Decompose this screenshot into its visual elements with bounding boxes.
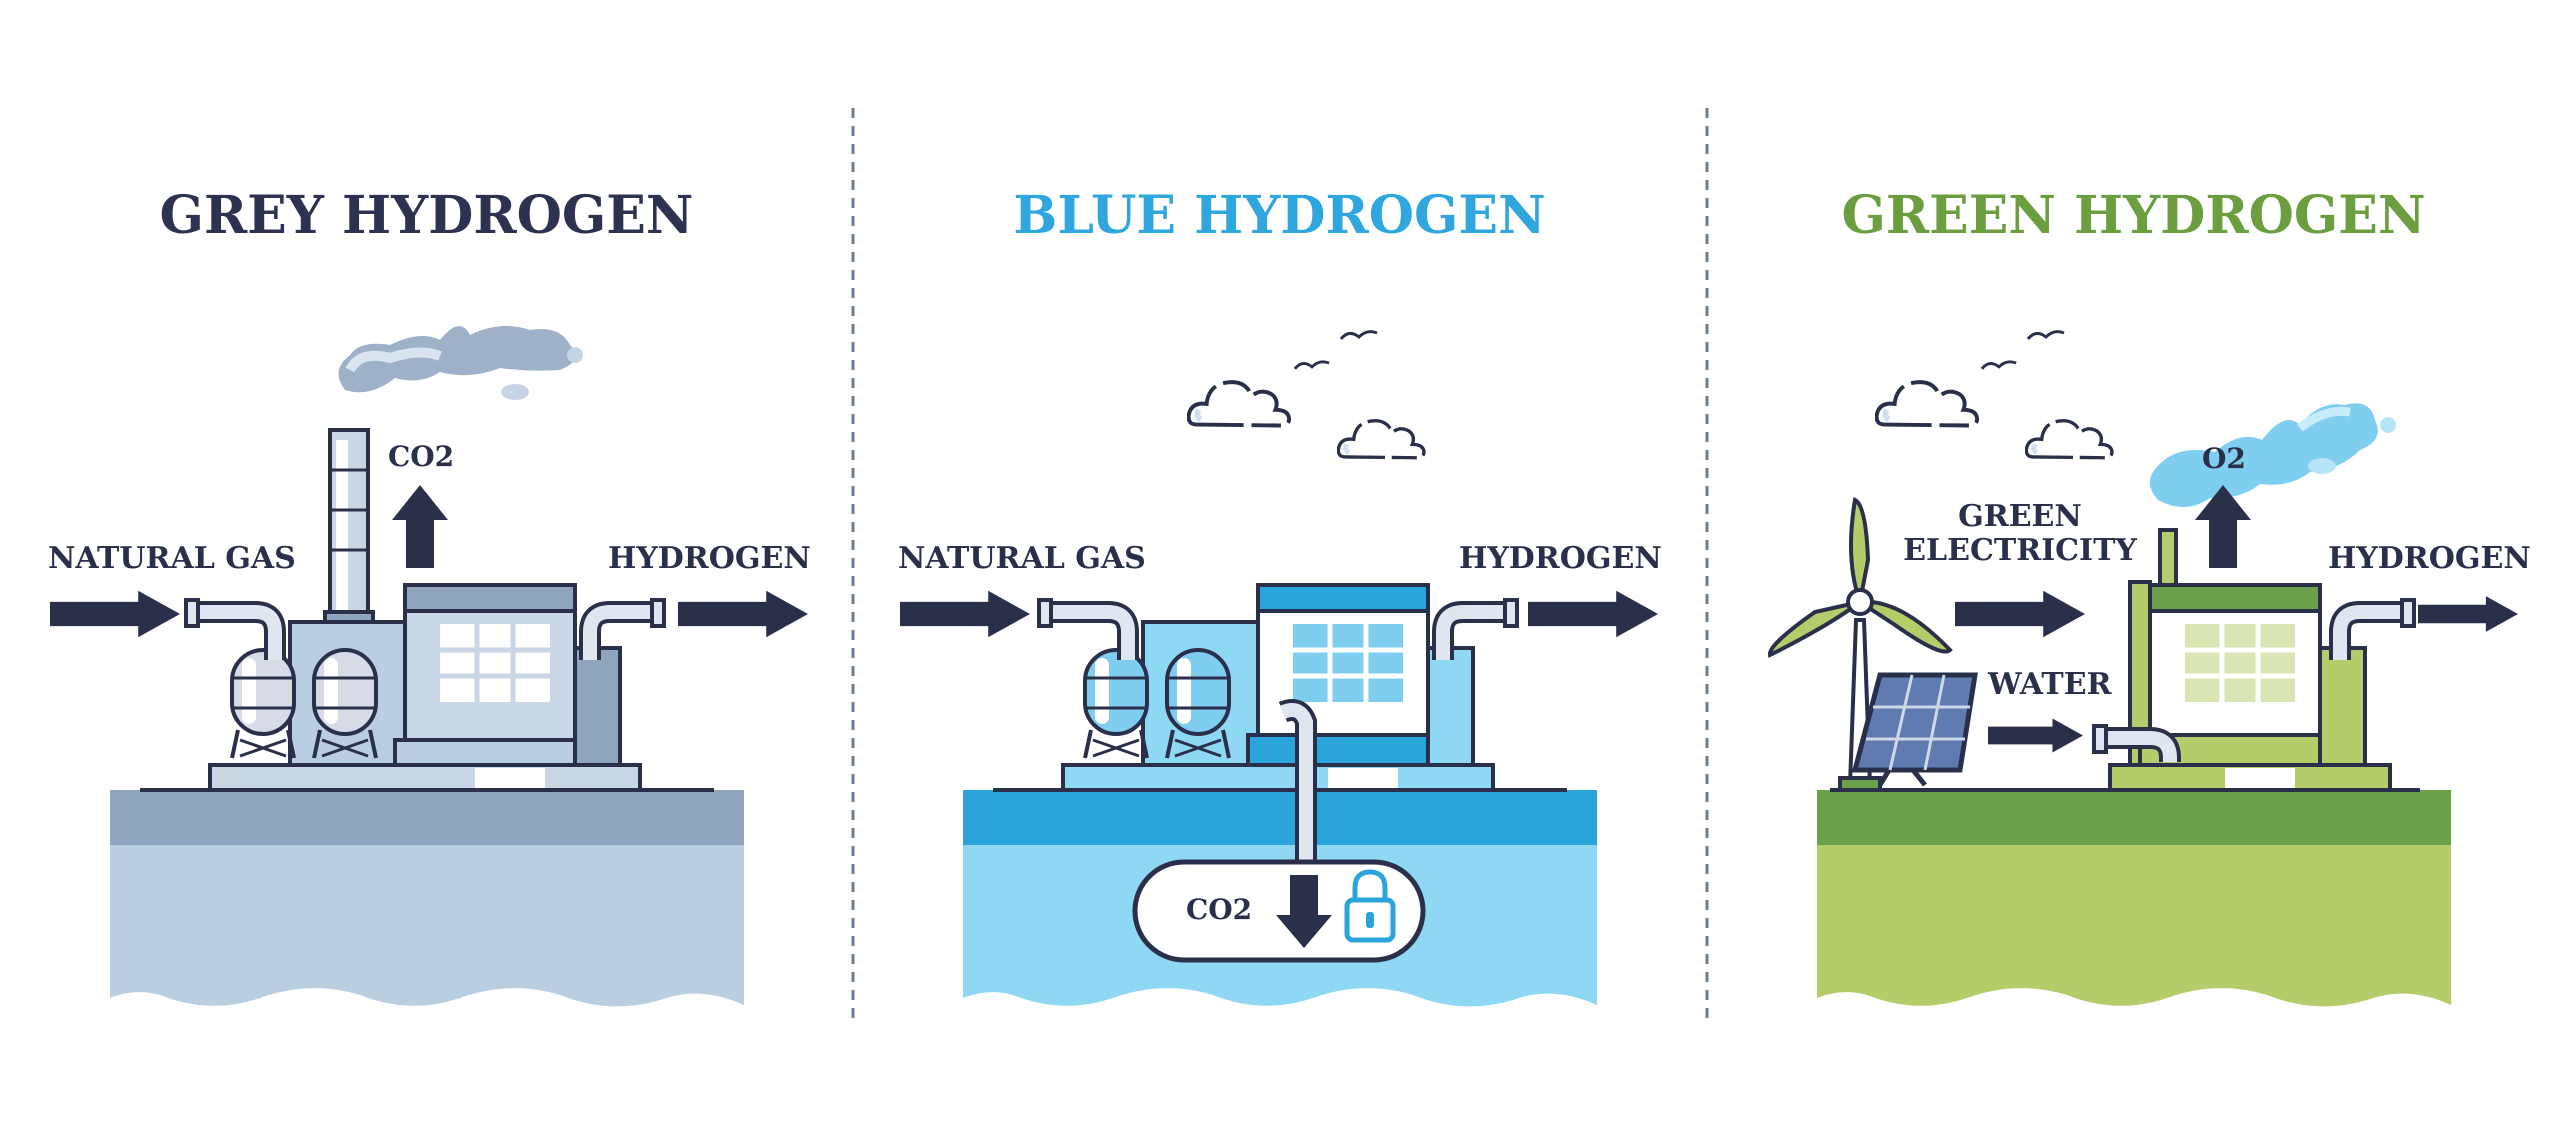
blue-bird-icon-1 (1293, 360, 1331, 371)
grey-input-arrow-right-icon (50, 590, 180, 638)
green-bird-icon-1 (1980, 360, 2018, 371)
blue-output-label: HYDROGEN (1459, 541, 1662, 576)
lock-icon (1344, 869, 1396, 943)
co2-storage-label: CO2 (1186, 893, 1253, 926)
green-panel-ground (1817, 788, 2451, 1007)
blue-hydrogen-title: BLUE HYDROGEN (1013, 185, 1546, 246)
green-factory-icon (2092, 528, 2416, 792)
wind-turbine-icon (1768, 497, 1953, 787)
blue-factory-icon (1037, 583, 1519, 860)
grey-input-label: NATURAL GAS (48, 541, 296, 576)
o2-arrow-up-icon (2195, 485, 2251, 568)
blue-output-arrow-right-icon (1528, 590, 1658, 638)
green-cloud-icon-2 (2026, 421, 2112, 458)
blue-bird-icon-2 (1339, 330, 1379, 341)
co2-storage-capsule (1132, 859, 1426, 963)
grey-panel-ground (110, 788, 744, 1007)
green-electricity-arrow-right-icon (1955, 590, 2085, 638)
green-output-arrow-right-icon (2418, 596, 2518, 632)
water-label: WATER (1988, 667, 2112, 702)
blue-cloud-icon-2 (1338, 421, 1424, 458)
grey-output-label: HYDROGEN (608, 541, 811, 576)
blue-cloud-icon-1 (1189, 382, 1289, 425)
green-cloud-icon-1 (1877, 382, 1977, 425)
green-electricity-label: GREEN ELECTRICITY (1903, 499, 2137, 568)
grey-co2-arrow-up-icon (392, 485, 448, 568)
grey-hydrogen-title: GREY HYDROGEN (159, 185, 694, 246)
oxygen-label: O2 (2202, 442, 2246, 475)
grey-output-arrow-right-icon (678, 590, 808, 638)
green-hydrogen-title: GREEN HYDROGEN (1841, 185, 2426, 246)
grey-factory-icon (184, 428, 666, 792)
grey-emission-label: CO2 (388, 440, 455, 473)
green-output-label: HYDROGEN (2328, 541, 2531, 576)
co2-arrow-down-icon (1276, 875, 1332, 948)
solar-panel-icon (1838, 672, 1978, 792)
grey-smoke-cloud-icon (338, 326, 583, 400)
green-bird-icon-2 (2026, 330, 2066, 341)
oxygen-cloud-icon (2149, 403, 2396, 508)
blue-input-label: NATURAL GAS (898, 541, 1146, 576)
water-arrow-right-icon (1988, 718, 2083, 753)
blue-input-arrow-right-icon (900, 590, 1030, 638)
